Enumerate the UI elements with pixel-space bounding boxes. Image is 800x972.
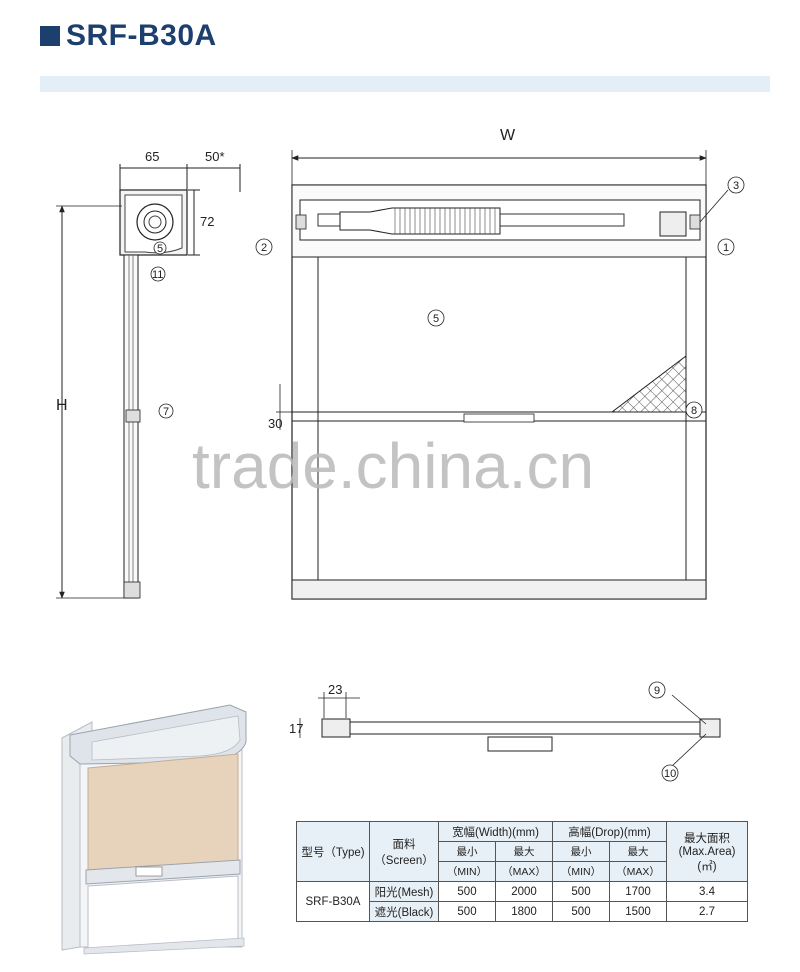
header-screen: 面料 （Screen） (369, 821, 439, 882)
dim-17-label: 17 (289, 721, 303, 736)
cell-drop-min: 500 (552, 881, 610, 902)
header-width-max-cn: 最大 (495, 841, 553, 862)
header-drop-max-en: （MAX） (609, 861, 667, 882)
title-divider-band (40, 76, 770, 92)
header-width-min-en: （MIN） (438, 861, 496, 882)
cell-screen: 阳光(Mesh) (369, 881, 439, 902)
header-width: 宽幅(Width)(mm) (438, 821, 553, 842)
dim-23-label: 23 (328, 682, 342, 697)
dim-30-label: 30 (268, 416, 282, 431)
front-view: W (255, 127, 745, 600)
header-type: 型号（Type) (296, 821, 370, 882)
page-title: SRF-B30A (66, 19, 217, 52)
watermark-text: trade.china.cn (192, 430, 594, 502)
bottom-sill (291, 579, 707, 600)
callout-11: 11 (152, 269, 163, 281)
dim-65-label: 65 (145, 149, 159, 164)
cell-width-min: 500 (438, 901, 496, 922)
header-drop-min-en: （MIN） (552, 861, 610, 882)
dim-w-label: W (500, 127, 516, 144)
cell-drop-max: 1500 (609, 901, 667, 922)
header-drop-min-cn: 最小 (552, 841, 610, 862)
dim-h-label: H (56, 397, 68, 414)
header-area: 最大面积 (Max.Area) (㎡) (666, 821, 748, 882)
dim-72-label: 72 (200, 214, 214, 229)
header-width-min-cn: 最小 (438, 841, 496, 862)
cell-screen: 遮光(Black) (369, 901, 439, 922)
table-row: SRF-B30A 阳光(Mesh) 500 2000 500 1700 3.4 (296, 881, 748, 922)
callout-9: 9 (654, 685, 660, 697)
spec-table: 型号（Type) 面料 （Screen） 宽幅(Width)(mm) 高幅(Dr… (296, 821, 748, 922)
cell-area: 3.4 (666, 881, 748, 902)
cell-drop-max: 1700 (609, 881, 667, 902)
top-section-view: 23 17 9 10 (289, 681, 721, 782)
mesh-detail (610, 354, 687, 413)
header-screen-en: （Screen） (374, 854, 434, 867)
header-area-unit: (㎡) (697, 860, 717, 873)
table-row: 遮光(Black) 500 1800 500 1500 2.7 (297, 901, 748, 922)
cell-model: SRF-B30A (296, 881, 370, 922)
side-rail (123, 254, 139, 599)
header-area-en: (Max.Area) (678, 845, 736, 858)
callout-8: 8 (691, 405, 697, 417)
dim-50-label: 50* (205, 149, 225, 164)
callout-4: 5 (157, 243, 163, 255)
header-screen-cn: 面料 (392, 838, 416, 851)
cell-drop-min: 500 (552, 901, 610, 922)
render-fabric (87, 753, 239, 871)
cell-width-max: 1800 (495, 901, 553, 922)
cell-area: 2.7 (666, 901, 748, 922)
left-rail-section (321, 718, 351, 738)
callout-1: 1 (723, 242, 729, 254)
title-square-icon (40, 26, 60, 46)
product-render (61, 704, 247, 955)
bottom-bar-handle (463, 413, 535, 423)
cell-width-max: 2000 (495, 881, 553, 902)
callout-5: 5 (433, 313, 439, 325)
header-drop-max-cn: 最大 (609, 841, 667, 862)
bottom-bar-section (349, 721, 701, 735)
callout-3: 3 (733, 180, 739, 192)
callout-2: 2 (261, 242, 267, 254)
title-bar: SRF-B30A (40, 18, 217, 54)
header-width-max-en: （MAX） (495, 861, 553, 882)
header-area-cn: 最大面积 (684, 832, 730, 845)
callout-7: 7 (163, 406, 169, 418)
table-subheader-en-row: （MIN） （MAX） （MIN） （MAX） (297, 861, 748, 882)
header-drop: 高幅(Drop)(mm) (552, 821, 667, 842)
side-view: 65 50* 72 5 11 7 H (56, 149, 241, 599)
callout-10: 10 (664, 768, 676, 780)
table-header-row: 型号（Type) 面料 （Screen） 宽幅(Width)(mm) 高幅(Dr… (296, 821, 748, 882)
cell-width-min: 500 (438, 881, 496, 902)
